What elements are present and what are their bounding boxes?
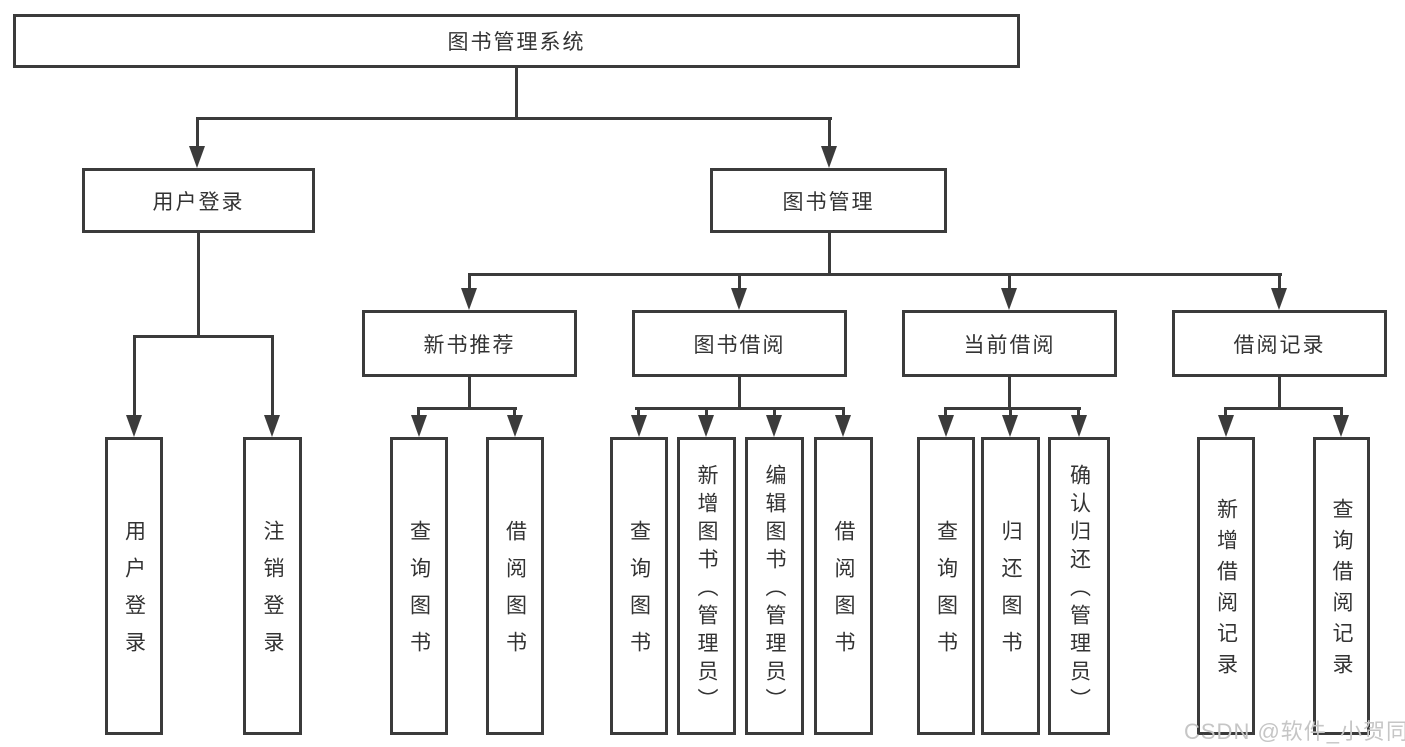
leaf-return-books: 归还图书: [981, 437, 1040, 735]
leaf-confirm-return-admin: 确认归还（管理员）: [1048, 437, 1110, 735]
leaf-query-books-recommend: 查询图书: [390, 437, 448, 735]
arrow-down-icon: [1071, 415, 1087, 437]
node-user-login: 用户登录: [82, 168, 315, 233]
connector-drop: [133, 335, 136, 417]
connector-bar: [944, 407, 1081, 410]
leaf-label: 新增图书（管理员）: [695, 463, 718, 716]
leaf-query-books-borrow: 查询图书: [610, 437, 668, 735]
connector-user-login-stem: [197, 233, 200, 337]
connector-stem: [1008, 377, 1011, 409]
arrow-down-icon: [507, 415, 523, 437]
connector-drop: [738, 273, 741, 291]
arrow-down-icon: [731, 288, 747, 310]
node-user-login-label: 用户登录: [152, 190, 245, 214]
arrow-down-icon: [698, 415, 714, 437]
leaf-user-login: 用户登录: [105, 437, 163, 735]
connector-drop: [1224, 407, 1227, 417]
arrow-down-icon: [938, 415, 954, 437]
connector-book-mgmt-bar: [468, 273, 1282, 276]
arrow-down-icon: [835, 415, 851, 437]
leaf-label: 查询图书: [627, 520, 651, 668]
node-book-management: 图书管理: [710, 168, 947, 233]
leaf-label: 新增借阅记录: [1214, 498, 1238, 684]
leaf-label: 用户登录: [122, 520, 146, 668]
leaf-label: 查询图书: [934, 520, 958, 668]
connector-bar: [635, 407, 845, 410]
connector-bar: [417, 407, 517, 410]
connector-stem: [738, 377, 741, 409]
node-book-borrow: 图书借阅: [632, 310, 847, 377]
leaf-label: 注销登录: [261, 520, 284, 668]
leaf-add-borrow-record: 新增借阅记录: [1197, 437, 1255, 735]
arrow-down-icon: [411, 415, 427, 437]
connector-bar: [1224, 407, 1343, 410]
connector-drop: [1008, 273, 1011, 291]
connector-drop: [1077, 407, 1080, 417]
arrow-down-icon: [631, 415, 647, 437]
node-root-label: 图书管理系统: [447, 31, 586, 54]
leaf-label: 查询图书: [407, 520, 431, 668]
arrow-down-icon: [821, 146, 837, 168]
arrow-down-icon: [1333, 415, 1349, 437]
arrow-down-icon: [126, 415, 142, 437]
connector-drop: [1278, 273, 1281, 291]
leaf-label: 借阅图书: [832, 520, 855, 668]
connector-drop: [1009, 407, 1012, 417]
arrow-down-icon: [1218, 415, 1234, 437]
leaf-borrow-books: 借阅图书: [814, 437, 873, 735]
node-borrow-records: 借阅记录: [1172, 310, 1387, 377]
connector-stem: [1278, 377, 1281, 409]
leaf-add-books-admin: 新增图书（管理员）: [677, 437, 736, 735]
arrow-down-icon: [1002, 415, 1018, 437]
connector-drop: [513, 407, 516, 417]
connector-drop: [417, 407, 420, 417]
node-new-book-recommend: 新书推荐: [362, 310, 577, 377]
leaf-label: 编辑图书（管理员）: [763, 463, 786, 716]
connector-drop: [468, 273, 471, 291]
node-new-book-recommend-label: 新书推荐: [423, 333, 516, 357]
csdn-watermark: CSDN @软件_小贺同学: [1184, 719, 1405, 744]
node-root: 图书管理系统: [13, 14, 1020, 68]
connector-root-stem: [515, 67, 518, 119]
connector-drop: [1340, 407, 1343, 417]
node-current-borrow: 当前借阅: [902, 310, 1117, 377]
connector-user-login-bar: [133, 335, 274, 338]
connector-drop: [773, 407, 776, 417]
connector-stem: [468, 377, 471, 409]
leaf-label: 归还图书: [999, 520, 1022, 668]
node-book-borrow-label: 图书借阅: [693, 333, 786, 357]
arrow-down-icon: [461, 288, 477, 310]
arrow-down-icon: [189, 146, 205, 168]
connector-root-bar: [196, 117, 832, 120]
leaf-edit-books-admin: 编辑图书（管理员）: [745, 437, 804, 735]
connector-drop: [637, 407, 640, 417]
connector-drop: [842, 407, 845, 417]
node-borrow-records-label: 借阅记录: [1233, 333, 1326, 357]
leaf-borrow-books-recommend: 借阅图书: [486, 437, 544, 735]
leaf-label: 查询借阅记录: [1330, 498, 1353, 684]
leaf-query-borrow-record: 查询借阅记录: [1313, 437, 1370, 735]
node-book-management-label: 图书管理: [782, 190, 875, 214]
arrow-down-icon: [264, 415, 280, 437]
connector-drop: [944, 407, 947, 417]
connector-drop: [271, 335, 274, 417]
arrow-down-icon: [1271, 288, 1287, 310]
connector-book-mgmt-stem: [828, 233, 831, 275]
leaf-label: 确认归还（管理员）: [1067, 463, 1091, 716]
leaf-logout: 注销登录: [243, 437, 302, 735]
node-current-borrow-label: 当前借阅: [963, 333, 1056, 357]
connector-drop: [705, 407, 708, 417]
leaf-query-books-current: 查询图书: [917, 437, 975, 735]
connector-drop: [828, 117, 831, 148]
arrow-down-icon: [1001, 288, 1017, 310]
arrow-down-icon: [766, 415, 782, 437]
leaf-label: 借阅图书: [503, 520, 527, 668]
connector-drop: [196, 117, 199, 148]
